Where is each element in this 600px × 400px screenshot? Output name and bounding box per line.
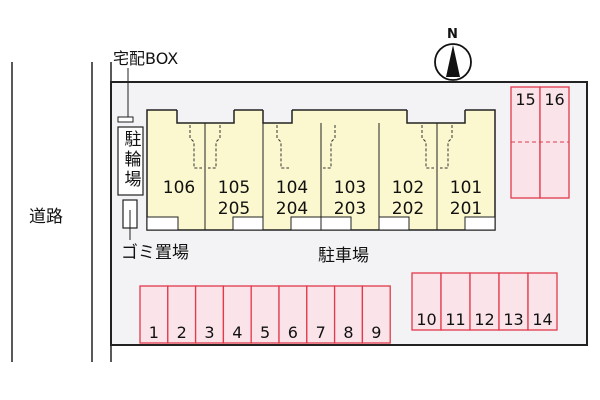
parking-stall-8: 8: [333, 285, 364, 344]
unit-number-1f: 101: [450, 178, 482, 198]
unit-number-1f: 102: [392, 178, 424, 198]
stall-number: 8: [343, 323, 353, 342]
entrance-box: [146, 216, 179, 231]
stall-number: 1: [149, 323, 159, 342]
unit-106: 106: [163, 178, 195, 198]
unit-number-1f: 106: [163, 178, 195, 198]
stall-box: [469, 272, 500, 331]
stall-number: 6: [288, 323, 298, 342]
stair-dashed-line: [208, 125, 221, 169]
stall-box: [333, 285, 364, 344]
building-notch-edge: [262, 110, 293, 124]
parking-stall-13: 13: [498, 272, 529, 331]
unit-number-2f: 202: [392, 199, 424, 219]
building-notch: [407, 109, 465, 123]
parking-stall-1: 1: [139, 285, 169, 344]
bicycle-parking-label: 駐輪場: [121, 130, 142, 190]
stair-dashed-line: [440, 125, 453, 169]
building-notch-edge: [406, 110, 466, 124]
unit-number-1f: 103: [334, 178, 366, 198]
stall-number: 10: [416, 310, 436, 329]
parking-stall-6: 6: [278, 285, 308, 344]
stair-dashed-line: [421, 125, 434, 169]
road-label: 道路: [29, 207, 63, 227]
parking-stall-2: 2: [167, 285, 197, 344]
stall-box: [527, 272, 558, 331]
entrance-box: [232, 216, 264, 231]
parking-lot-label: 駐車場: [318, 246, 369, 266]
stair-dashed-line: [189, 125, 202, 169]
stall-number: 4: [232, 323, 242, 342]
stall-box: [194, 285, 225, 344]
unit-number-2f: 205: [218, 199, 250, 219]
stall-number: 5: [260, 323, 270, 342]
unit-number-1f: 104: [276, 178, 308, 198]
garbage-label: ゴミ置場: [121, 242, 189, 263]
unit-number-2f: 204: [276, 199, 308, 219]
unit-number-2f: 203: [334, 199, 366, 219]
stall-number: 12: [474, 310, 494, 329]
unit-number-2f: 201: [450, 199, 482, 219]
stall-number: 11: [445, 310, 465, 329]
entrance-box: [378, 216, 410, 231]
north-label: N: [447, 27, 458, 42]
parking-stall-5: 5: [250, 285, 280, 344]
entrance-box: [464, 216, 496, 231]
stall-number: 3: [204, 323, 214, 342]
parking-stall-12: 12: [469, 272, 500, 331]
parking-stall-10: 10: [411, 272, 442, 331]
stall-number: 13: [503, 310, 523, 329]
stall-box: [250, 285, 280, 344]
stall-number: 2: [177, 323, 187, 342]
stair-dashed-line: [323, 125, 336, 169]
building-notch: [177, 109, 234, 123]
parking-stall-3: 3: [194, 285, 225, 344]
unit-number-1f: 105: [218, 178, 250, 198]
bicycle-parking: [117, 126, 144, 196]
stall-number: 16: [544, 90, 564, 109]
stair-dashed-line: [276, 125, 289, 169]
parking-stall-11: 11: [440, 272, 471, 331]
stall-number: 7: [316, 323, 326, 342]
delivery-box-label: 宅配BOX: [113, 49, 178, 68]
parking-stall-9: 9: [361, 285, 391, 344]
stall-box: [222, 285, 252, 344]
stall-number: 9: [371, 323, 381, 342]
entrance-box: [320, 216, 352, 231]
north-compass-icon: N: [434, 27, 472, 81]
stall-number: 15: [515, 90, 535, 109]
parking-stall-4: 4: [222, 285, 252, 344]
stall-box: [440, 272, 471, 331]
stall-box: [361, 285, 391, 344]
parking-stall-7: 7: [306, 285, 336, 344]
delivery-box: [117, 116, 134, 123]
building-notch: [263, 109, 292, 123]
parking-stall-14: 14: [527, 272, 558, 331]
stall-number: 14: [532, 310, 552, 329]
stall-box: [306, 285, 336, 344]
